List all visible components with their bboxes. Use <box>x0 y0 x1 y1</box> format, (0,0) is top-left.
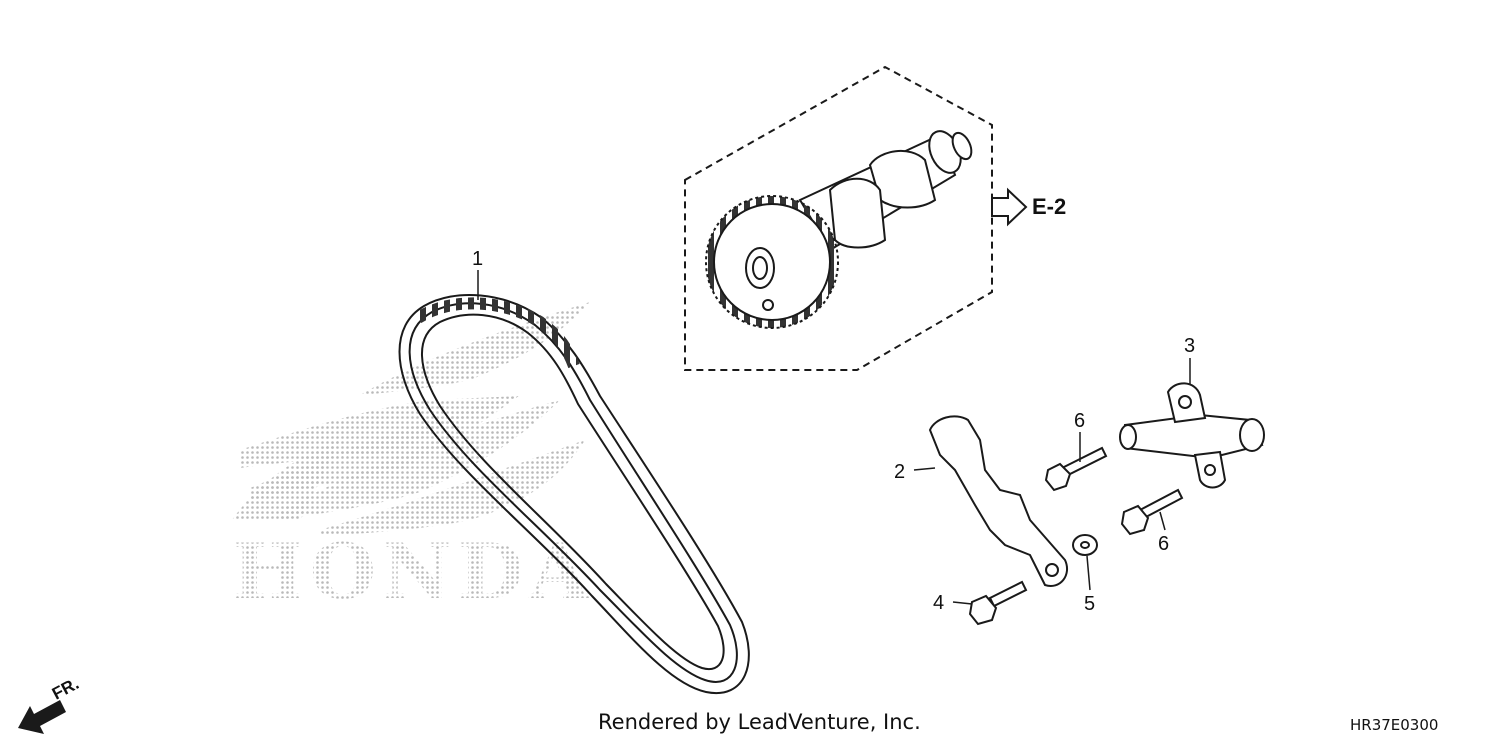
callout-5: 5 <box>1084 593 1095 615</box>
front-direction-label: FR. <box>49 674 82 704</box>
callout-3: 3 <box>1184 335 1195 357</box>
washer <box>1072 534 1098 556</box>
honda-wordmark-watermark: HONDA <box>232 527 594 616</box>
cam-chain-links <box>414 297 580 369</box>
cam-sprocket <box>705 195 839 329</box>
reference-arrow-icon <box>991 187 1028 227</box>
flange-bolt-6-lower <box>1120 488 1184 536</box>
honda-wing-watermark <box>232 302 590 536</box>
tensioner-slipper <box>928 415 1068 587</box>
callout-1: 1 <box>472 248 483 270</box>
callout-6-lower: 6 <box>1158 533 1169 555</box>
camshaft <box>798 130 973 252</box>
callout-6-upper: 6 <box>1074 410 1085 432</box>
callout-4: 4 <box>933 592 944 614</box>
reference-label: E-2 <box>1032 194 1066 219</box>
front-direction-arrow-icon <box>18 700 66 734</box>
tensioner-lifter <box>1119 382 1265 489</box>
render-credit: Rendered by LeadVenture, Inc. <box>598 710 921 734</box>
flange-bolt-4 <box>968 580 1028 626</box>
callout-2: 2 <box>894 461 905 483</box>
diagram-code: HR37E0300 <box>1350 716 1439 734</box>
flange-bolt-6-upper <box>1044 446 1108 492</box>
camshaft-assembly-boundary <box>684 65 993 371</box>
leader-lines <box>477 270 1191 605</box>
